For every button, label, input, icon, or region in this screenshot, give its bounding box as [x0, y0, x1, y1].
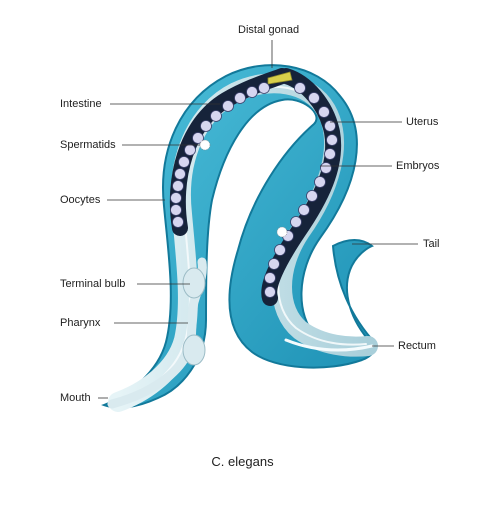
- spermatids-cluster-2: [276, 226, 288, 238]
- label-tail: Tail: [423, 238, 440, 250]
- oocyte-11: [222, 100, 234, 112]
- embryo-1: [294, 82, 306, 94]
- label-embryos: Embryos: [396, 160, 440, 172]
- rectum-shape: [284, 338, 374, 352]
- embryo-13: [274, 244, 286, 256]
- oocyte-2: [170, 204, 182, 216]
- spermatids-cluster: [199, 139, 211, 151]
- embryo-10: [298, 204, 310, 216]
- embryo-7: [320, 162, 332, 174]
- label-oocytes: Oocytes: [60, 194, 101, 206]
- germline-cells: [170, 82, 338, 298]
- distal-gonad-tip: [267, 71, 293, 85]
- embryo-4: [324, 120, 336, 132]
- embryo-3: [318, 106, 330, 118]
- embryo-16: [264, 286, 276, 298]
- label-uterus: Uterus: [406, 116, 439, 128]
- embryo-14: [268, 258, 280, 270]
- oocyte-1: [172, 216, 184, 228]
- oocyte-7: [184, 144, 196, 156]
- caption: C. elegans: [211, 454, 274, 469]
- embryo-11: [290, 216, 302, 228]
- label-spermatids: Spermatids: [60, 139, 116, 151]
- embryo-2: [308, 92, 320, 104]
- pharynx-bulb-shape: [182, 334, 206, 366]
- label-rectum: Rectum: [398, 340, 436, 352]
- oocyte-8: [192, 132, 204, 144]
- oocyte-5: [174, 168, 186, 180]
- embryo-8: [314, 176, 326, 188]
- label-terminal-bulb: Terminal bulb: [60, 278, 126, 290]
- label-pharynx: Pharynx: [60, 317, 101, 329]
- oocyte-6: [178, 156, 190, 168]
- embryo-5: [326, 134, 338, 146]
- embryo-9: [306, 190, 318, 202]
- oocyte-10: [210, 110, 222, 122]
- embryo-6: [324, 148, 336, 160]
- terminal-bulb-shape: [182, 267, 206, 299]
- oocyte-13: [246, 86, 258, 98]
- oocyte-3: [170, 192, 182, 204]
- label-mouth: Mouth: [60, 392, 91, 404]
- embryo-15: [264, 272, 276, 284]
- oocyte-4: [172, 180, 184, 192]
- label-intestine: Intestine: [60, 98, 102, 110]
- oocyte-9: [200, 120, 212, 132]
- oocyte-14: [258, 82, 270, 94]
- label-distal-gonad: Distal gonad: [238, 24, 300, 36]
- oocyte-12: [234, 92, 246, 104]
